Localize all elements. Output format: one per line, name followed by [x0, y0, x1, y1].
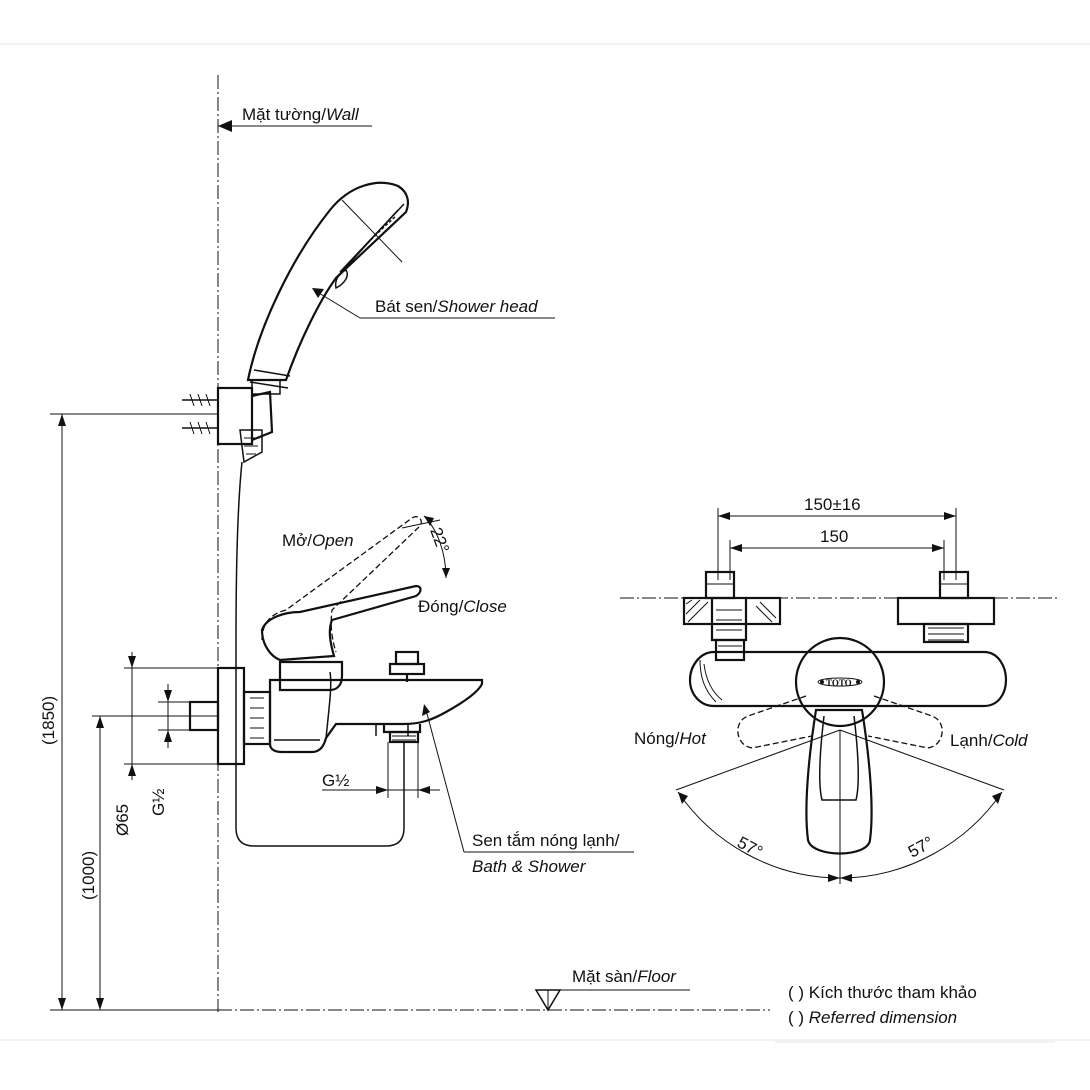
dim-1850-line — [50, 413, 218, 1010]
lever-handle-closed — [260, 584, 422, 662]
hose — [235, 461, 405, 847]
shower-head-label: Bát sen/Shower head — [375, 297, 538, 316]
left-connector — [682, 570, 782, 662]
thread-bottom-dim — [322, 742, 440, 798]
angle-57-arc — [675, 729, 1005, 884]
right-connector — [896, 570, 996, 644]
front-view: 150±16 150 — [620, 495, 1060, 884]
bath-shower-label-vi: Sen tắm nóng lạnh/ — [472, 831, 620, 850]
front-lever-inner — [819, 715, 859, 801]
side-view: Mặt tường/Wall Bát sen/Shower head — [39, 75, 770, 1012]
shower-head-leader — [312, 288, 555, 319]
hot-position-handle — [737, 695, 813, 749]
legend-en: ( ) Referred dimension — [788, 1008, 957, 1027]
brand-logo-text: TOTO — [826, 678, 852, 688]
dim-65-line — [124, 652, 218, 780]
dim-1000-label: (1000) — [79, 851, 98, 900]
legend: ( ) Kích thước tham khảo ( ) Referred di… — [775, 983, 1055, 1043]
angle-57-right-label: 57° — [905, 833, 937, 862]
close-label: Đóng/Close — [418, 597, 507, 616]
thread-left-dim — [158, 684, 190, 748]
spout-outlet — [382, 724, 422, 744]
dim-150-16-line — [717, 508, 957, 580]
front-mixer-body: TOTO — [688, 636, 1008, 728]
bath-shower-leader — [422, 704, 634, 853]
thread-left-label: G½ — [149, 789, 168, 816]
shower-head — [246, 181, 409, 389]
bath-shower-label-en: Bath & Shower — [472, 857, 587, 876]
thread-bottom-label: G½ — [322, 771, 349, 790]
hot-label: Nóng/Hot — [634, 729, 707, 748]
cold-position-handle — [867, 695, 943, 749]
wall-flange — [188, 666, 272, 766]
wall-bracket — [182, 379, 281, 464]
open-label: Mở/Open — [282, 531, 354, 550]
wall-label: Mặt tường/Wall — [242, 105, 360, 124]
mixer-body — [268, 660, 484, 754]
dia-65-label: Ø65 — [113, 804, 132, 836]
lever-handle-open — [261, 516, 422, 653]
diverter-knob — [388, 650, 426, 682]
angle-57-left-label: 57° — [734, 833, 766, 862]
cold-label: Lạnh/Cold — [950, 731, 1028, 750]
dim-150-label: 150 — [820, 527, 848, 546]
wall-label-leader — [218, 120, 372, 132]
angle-22-label: 22° — [426, 525, 453, 556]
dim-1850-label: (1850) — [39, 696, 58, 745]
floor-label: Mặt sàn/Floor — [572, 967, 677, 986]
legend-vi: ( ) Kích thước tham khảo — [788, 983, 977, 1002]
dim-150-line — [729, 540, 945, 580]
dim-1000-line — [92, 715, 218, 1010]
dim-150-16-label: 150±16 — [804, 495, 861, 514]
floor-symbol — [534, 989, 690, 1012]
angle-22-arc — [401, 515, 450, 579]
front-lever-handle — [805, 708, 873, 855]
